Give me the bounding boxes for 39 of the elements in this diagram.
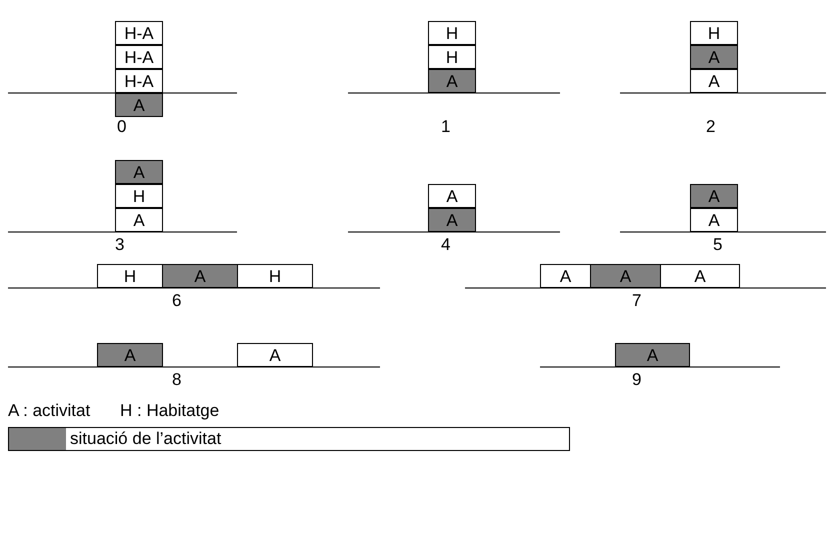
- activity-cell: A: [690, 184, 738, 208]
- building-cell: A: [660, 264, 740, 288]
- activity-cell: A: [615, 343, 690, 367]
- case-number: 4: [441, 236, 450, 253]
- case-number: 5: [713, 236, 722, 253]
- activity-cell: A: [162, 264, 238, 288]
- building-cell: H: [115, 184, 163, 208]
- building-cell: H-A: [115, 21, 163, 45]
- building-cell: H: [97, 264, 163, 288]
- case-number: 1: [441, 118, 450, 135]
- legend-text: situació de l’activitat: [69, 429, 222, 449]
- case-number: 8: [172, 371, 182, 388]
- building-cell: H-A: [115, 45, 163, 69]
- activity-cell: A: [115, 93, 163, 117]
- case-number: 0: [117, 118, 126, 135]
- key-text: A : activitat: [8, 402, 90, 419]
- activity-cell: A: [428, 208, 476, 232]
- building-cell: A: [690, 208, 738, 232]
- case-number: 2: [706, 118, 716, 135]
- case-number: 7: [632, 292, 642, 309]
- case-number: 3: [115, 236, 124, 253]
- activity-cell: A: [428, 69, 476, 93]
- building-cell: H: [428, 45, 476, 69]
- building-cell: H: [428, 21, 476, 45]
- building-cell: H-A: [115, 69, 163, 93]
- building-cell: A: [115, 208, 163, 232]
- building-cell: H: [690, 21, 738, 45]
- key-text: H : Habitatge: [120, 402, 220, 419]
- building-cell: A: [428, 184, 476, 208]
- activity-cell: A: [690, 45, 738, 69]
- building-cell: A: [690, 69, 738, 93]
- building-cell: A: [237, 343, 313, 367]
- building-cell: A: [540, 264, 591, 288]
- activity-cell: A: [115, 160, 163, 184]
- building-cell: H: [237, 264, 313, 288]
- activity-cell: A: [590, 264, 661, 288]
- case-number: 9: [632, 371, 642, 388]
- case-number: 6: [172, 292, 182, 309]
- activity-cell: A: [97, 343, 163, 367]
